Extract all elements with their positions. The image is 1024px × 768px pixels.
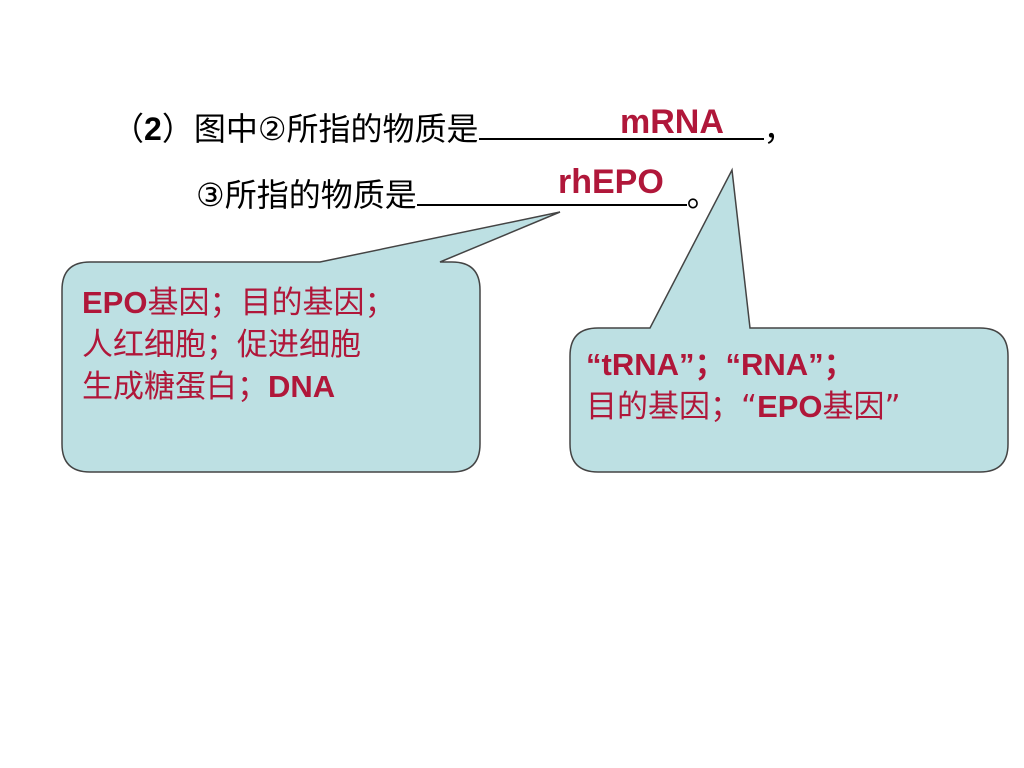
right-epo-label: EPO	[757, 389, 823, 424]
paren-open: （	[112, 110, 145, 148]
left-callout-line-1: EPO基因；目的基因；	[82, 282, 395, 324]
right-line2-c: 基因”	[822, 389, 901, 425]
left-callout-text: EPO基因；目的基因； 人红细胞；促进细胞 生成糖蛋白；DNA	[82, 282, 395, 408]
left-callout-bubble	[61, 211, 561, 473]
epo-label: EPO	[82, 285, 148, 320]
question-number: 2	[144, 111, 162, 147]
left-line3-text: 生成糖蛋白；	[82, 369, 268, 405]
dna-label: DNA	[268, 369, 336, 404]
period: 。	[686, 176, 719, 214]
answer-blank-1	[478, 108, 764, 140]
question-line-2: ③所指的物质是 。	[196, 174, 719, 215]
answer-blank-2	[416, 174, 687, 206]
answer-rhepo: rhEPO	[558, 163, 664, 201]
right-callout-text: “tRNA”；“RNA”； 目的基因；“EPO基因”	[586, 344, 901, 428]
answer-mrna: mRNA	[620, 103, 724, 141]
question-text-2: ③所指的物质是	[196, 176, 417, 214]
right-line2-a: 目的基因；“	[586, 389, 758, 425]
right-callout-bubble	[569, 167, 1009, 473]
comma: ，	[763, 110, 796, 148]
right-callout-line-1: “tRNA”；“RNA”；	[586, 347, 855, 382]
question-line-1: （2）图中②所指的物质是 ，	[112, 108, 796, 149]
left-line1-rest: 基因；目的基因；	[147, 285, 396, 321]
left-callout-line-3: 生成糖蛋白；DNA	[82, 366, 395, 408]
right-callout-line-2: 目的基因；“EPO基因”	[586, 386, 901, 428]
left-callout-line-2: 人红细胞；促进细胞	[82, 327, 361, 363]
question-text-1: ）图中②所指的物质是	[161, 110, 479, 148]
